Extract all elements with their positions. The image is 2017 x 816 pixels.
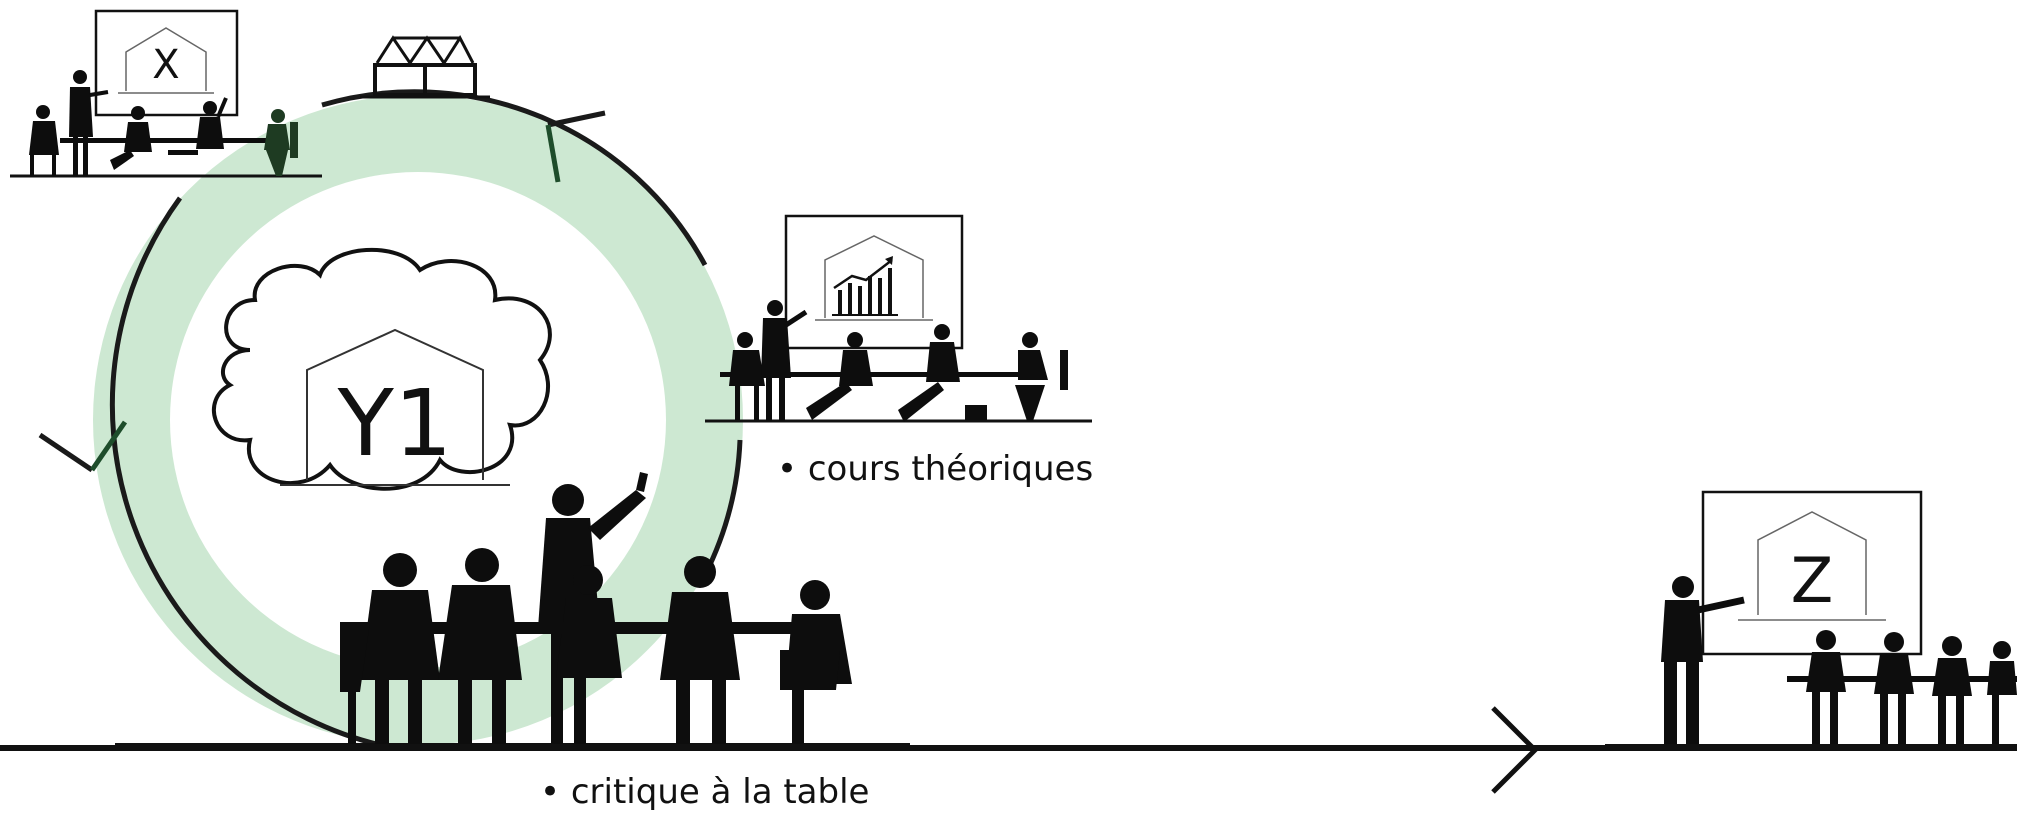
meeting-table xyxy=(60,138,270,143)
house-outline-icon xyxy=(1738,511,1886,621)
meeting-scene-x: X xyxy=(10,9,322,178)
meeting-scene-z: Z xyxy=(1605,490,2017,748)
house-outline-icon xyxy=(815,235,933,321)
board-z-label: Z xyxy=(1791,544,1833,617)
house-outline-icon xyxy=(280,328,510,486)
table-critique-scene xyxy=(115,472,910,747)
caption-cours-theoriques: • cours théoriques xyxy=(777,449,1093,489)
cycle-arc-left xyxy=(109,196,381,748)
presenter-silhouette xyxy=(1661,576,1745,744)
board-x xyxy=(94,9,239,117)
board-z xyxy=(1701,490,1923,656)
cycle-arrow-top-icon xyxy=(545,110,606,183)
theory-board xyxy=(784,214,964,350)
timeline-chevron-right-icon xyxy=(1491,706,1539,794)
rising-bar-chart-icon xyxy=(832,256,898,316)
seated-people-silhouettes xyxy=(729,300,1068,422)
board-x-label: X xyxy=(152,42,179,88)
house-outline-icon xyxy=(118,27,214,94)
critique-group-silhouettes xyxy=(340,472,852,744)
cycle-arrow-left-icon xyxy=(38,420,128,473)
cloud-outline xyxy=(211,248,552,491)
seated-people-silhouettes xyxy=(1787,630,2017,744)
seated-people-silhouettes xyxy=(29,70,228,176)
caption-critique-a-la-table: • critique à la table xyxy=(540,772,869,811)
theory-lecture-scene xyxy=(705,214,1092,423)
board-y1-label: Y1 xyxy=(337,370,453,477)
roof-truss-icon xyxy=(360,35,490,99)
seated-person-green-silhouette xyxy=(264,109,298,176)
y1-cloud: Y1 xyxy=(211,248,552,491)
